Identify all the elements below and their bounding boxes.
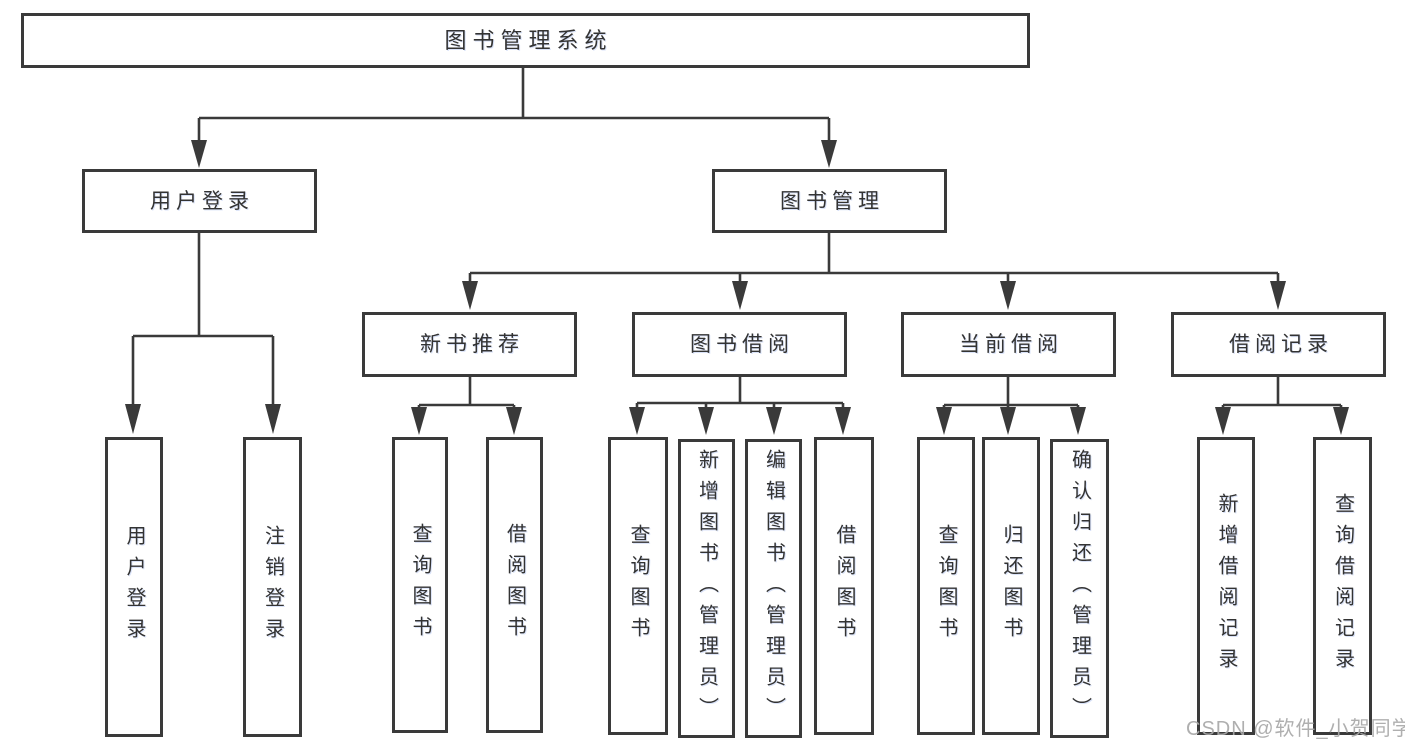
leaf-br-query-record-label: 查询借阅记录 [1331, 493, 1354, 679]
leaf-bb-borrow-books-label: 借阅图书 [833, 524, 855, 648]
leaf-logout: 注销登录 [243, 437, 302, 737]
node-user-login-label: 用户登录 [150, 189, 254, 213]
leaf-user-login: 用户登录 [105, 437, 163, 737]
node-book-borrowing-label: 图书借阅 [690, 333, 794, 356]
leaf-cb-query-books-label: 查询图书 [935, 524, 957, 648]
leaf-bb-add-books-admin-label: 新增图书（管理员） [695, 449, 718, 728]
node-current-borrowing-label: 当前借阅 [959, 333, 1063, 356]
node-book-management-label: 图书管理 [780, 189, 884, 213]
leaf-nb-query-books-label: 查询图书 [409, 523, 431, 647]
leaf-bb-add-books-admin: 新增图书（管理员） [678, 439, 735, 738]
node-root: 图书管理系统 [21, 13, 1030, 68]
leaf-cb-query-books: 查询图书 [917, 437, 975, 735]
leaf-bb-edit-books-admin: 编辑图书（管理员） [745, 439, 802, 738]
node-current-borrowing: 当前借阅 [901, 312, 1116, 377]
leaf-nb-borrow-books: 借阅图书 [486, 437, 543, 733]
leaf-br-query-record: 查询借阅记录 [1313, 437, 1372, 735]
node-new-book-recommend-label: 新书推荐 [420, 333, 524, 356]
leaf-cb-confirm-return-admin: 确认归还（管理员） [1050, 439, 1109, 738]
node-borrowing-records-label: 借阅记录 [1229, 333, 1333, 356]
leaf-bb-query-books: 查询图书 [608, 437, 668, 735]
leaf-logout-label: 注销登录 [261, 525, 284, 649]
node-user-login: 用户登录 [82, 169, 317, 233]
csdn-watermark: CSDN @软件_小贺同学 [1186, 718, 1405, 740]
leaf-bb-edit-books-admin-label: 编辑图书（管理员） [762, 449, 785, 728]
node-book-borrowing: 图书借阅 [632, 312, 847, 377]
leaf-nb-query-books: 查询图书 [392, 437, 448, 733]
leaf-cb-return-books-label: 归还图书 [1000, 524, 1022, 648]
node-new-book-recommend: 新书推荐 [362, 312, 577, 377]
leaf-cb-return-books: 归还图书 [982, 437, 1040, 735]
arrowheads [125, 140, 1349, 435]
leaf-br-add-record: 新增借阅记录 [1197, 437, 1255, 735]
leaf-cb-confirm-return-admin-label: 确认归还（管理员） [1068, 449, 1091, 728]
leaf-bb-query-books-label: 查询图书 [627, 524, 649, 648]
node-root-label: 图书管理系统 [444, 27, 613, 53]
leaf-nb-borrow-books-label: 借阅图书 [503, 523, 526, 647]
leaf-br-add-record-label: 新增借阅记录 [1215, 493, 1237, 679]
node-borrowing-records: 借阅记录 [1171, 312, 1386, 377]
node-book-management: 图书管理 [712, 169, 947, 233]
leaf-user-login-label: 用户登录 [123, 525, 145, 649]
leaf-bb-borrow-books: 借阅图书 [814, 437, 874, 735]
